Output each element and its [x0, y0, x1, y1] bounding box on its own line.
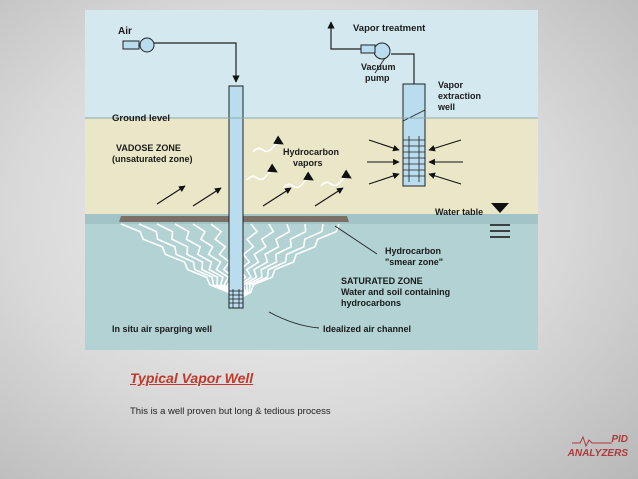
- vapor-extraction-well-pipe: [402, 83, 426, 187]
- air-line: [154, 42, 240, 83]
- label-ground-level: Ground level: [112, 113, 170, 124]
- extraction-line: [391, 53, 415, 84]
- air-channel: [192, 223, 237, 301]
- label-vapor-treatment: Vapor treatment: [353, 23, 426, 34]
- air-channel: [235, 223, 324, 301]
- label-vapor-extraction-2: extraction: [438, 91, 481, 101]
- label-smear-zone-1: Hydrocarbon: [385, 246, 441, 256]
- logo-line2: ANALYZERS: [567, 448, 628, 459]
- extraction-well-screen: [403, 136, 425, 182]
- air-channels: [120, 223, 340, 301]
- label-sparging-well: In situ air sparging well: [112, 324, 212, 334]
- vacuum-pump-icon: [360, 42, 391, 60]
- air-channel: [174, 223, 237, 301]
- label-vacuum-pump-2: pump: [365, 73, 390, 83]
- caption-text: This is a well proven but long & tedious…: [130, 406, 331, 417]
- logo-wave-icon: [572, 435, 612, 447]
- hydrocarbon-vapor-squiggles: [246, 135, 352, 189]
- air-channel: [235, 223, 307, 301]
- label-vapor-extraction-1: Vapor: [438, 80, 464, 90]
- label-air-channel: Idealized air channel: [323, 324, 411, 334]
- company-logo: PID ANALYZERS: [564, 433, 628, 471]
- label-saturated-zone-2: Water and soil containing: [341, 287, 450, 297]
- air-channel: [120, 223, 237, 301]
- vadose-zone-region: [85, 118, 538, 218]
- air-blower-icon: [122, 37, 155, 53]
- caption-title: Typical Vapor Well: [130, 370, 254, 386]
- air-channel: [156, 223, 237, 301]
- label-hydrocarbon-vapors-1: Hydrocarbon: [283, 147, 339, 157]
- label-water-table: Water table: [435, 207, 483, 217]
- label-vacuum-pump-1: Vacuum: [361, 62, 396, 72]
- water-table-symbol: [490, 203, 510, 238]
- label-saturated-zone-3: hydrocarbons: [341, 298, 401, 308]
- air-channel: [138, 223, 237, 301]
- leader-lines: [268, 57, 426, 329]
- label-hydrocarbon-vapors-2: vapors: [293, 158, 323, 168]
- label-air: Air: [118, 26, 132, 37]
- label-vapor-extraction-3: well: [437, 102, 455, 112]
- vapor-well-diagram: Air Vapor treatment Vacuum pump Vapor ex…: [85, 10, 538, 350]
- label-vadose-zone-2: (unsaturated zone): [112, 154, 193, 164]
- label-saturated-zone-1: SATURATED ZONE: [341, 276, 423, 286]
- air-channel: [235, 223, 291, 301]
- air-channel: [235, 223, 340, 301]
- sky-region: [85, 10, 538, 118]
- extraction-flow-arrows: [367, 139, 463, 185]
- logo-line1: PID: [611, 434, 628, 445]
- sparging-well-screen: [229, 289, 243, 308]
- vadose-arrows: [156, 185, 344, 207]
- label-smear-zone-2: "smear zone": [385, 257, 443, 267]
- label-vadose-zone-1: VADOSE ZONE: [116, 143, 181, 153]
- air-sparging-well-pipe: [228, 85, 244, 309]
- vapor-treatment-line: [327, 21, 361, 50]
